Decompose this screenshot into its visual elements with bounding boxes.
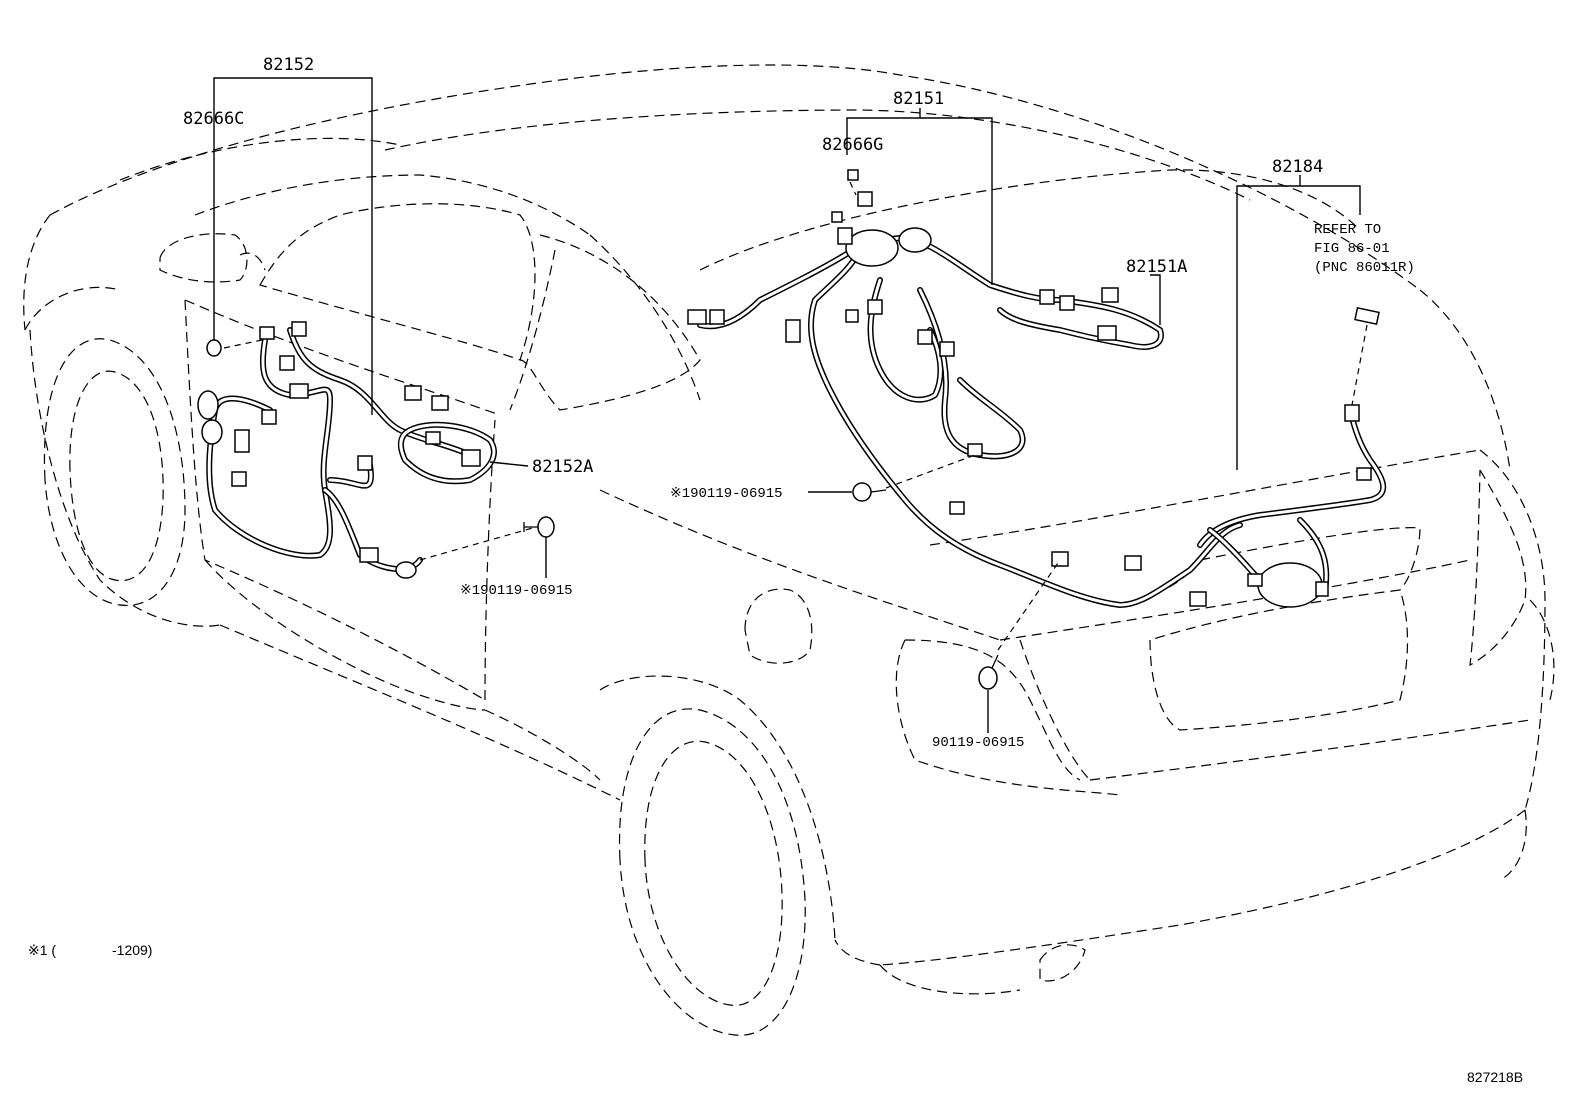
label-82184: 82184 (1272, 157, 1323, 177)
label-82151A: 82151A (1126, 257, 1187, 277)
bolt-door[interactable] (523, 516, 555, 538)
label-refer-to: REFER TO (1314, 222, 1381, 238)
label-82666G: 82666G (822, 135, 883, 155)
back-door-harness-82184[interactable] (1197, 306, 1387, 608)
label-82152: 82152 (263, 55, 314, 75)
figure-id: 827218B (1467, 1069, 1523, 1085)
floor-harness-82151[interactable] (687, 169, 1243, 608)
door-harness-82152[interactable] (197, 321, 473, 579)
label-bolt-floor: ※190119-06915 (670, 486, 783, 502)
door-harness-82152A[interactable] (397, 421, 497, 485)
leader-lines (213, 77, 1368, 733)
bolt-floor[interactable] (852, 482, 887, 502)
label-82152A: 82152A (532, 457, 593, 477)
footnote-range: -1209) (112, 942, 152, 958)
label-bolt-door: ※190119-06915 (460, 583, 573, 599)
label-refer-fig: FIG 86-01 (1314, 241, 1390, 257)
label-refer-pnc: (PNC 86011R) (1314, 260, 1415, 276)
footnote-mark: ※1 ( (28, 942, 56, 958)
label-82666C: 82666C (183, 109, 244, 129)
label-bolt-rear: 90119-06915 (932, 735, 1024, 751)
vehicle-outline (23, 64, 1555, 1036)
part-labels: 82152 82666C 82151 82666G 82184 REFER TO… (28, 55, 1523, 1085)
bolt-rear[interactable] (978, 654, 999, 690)
label-82151: 82151 (893, 89, 944, 109)
